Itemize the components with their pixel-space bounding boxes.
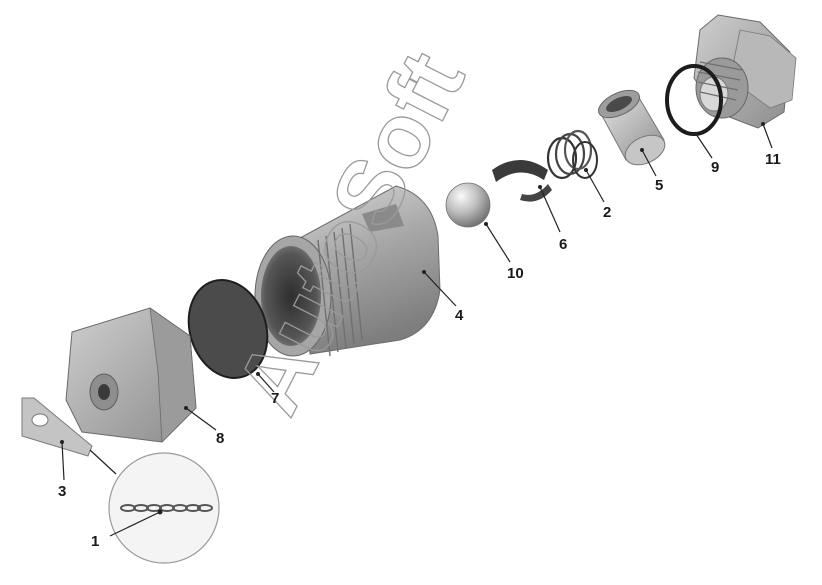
callout-7: 7 (271, 390, 279, 407)
callout-6: 6 (559, 236, 567, 253)
part-11-fitting (693, 14, 797, 129)
part-4-body (254, 185, 441, 357)
callout-1: 1 (91, 533, 99, 550)
watermark: AutoSoft (217, 37, 484, 429)
callout-2: 2 (603, 204, 611, 221)
part-10-ball (445, 182, 491, 228)
part-8-cap-nut (65, 307, 197, 443)
part-6-retainer (492, 160, 552, 202)
part-2-spring (546, 129, 598, 180)
callout-8: 8 (216, 430, 224, 447)
callout-10: 10 (507, 265, 524, 282)
callout-11: 11 (765, 151, 781, 168)
callout-5: 5 (655, 177, 663, 194)
leader-lines (60, 122, 773, 537)
part-1-chain-detail (108, 452, 220, 564)
part-5-sleeve (598, 89, 666, 166)
part-3-plate (21, 397, 93, 457)
callout-3: 3 (58, 483, 66, 500)
callout-4: 4 (455, 307, 464, 324)
callout-9: 9 (711, 159, 719, 176)
part-7-gasket (187, 279, 269, 379)
